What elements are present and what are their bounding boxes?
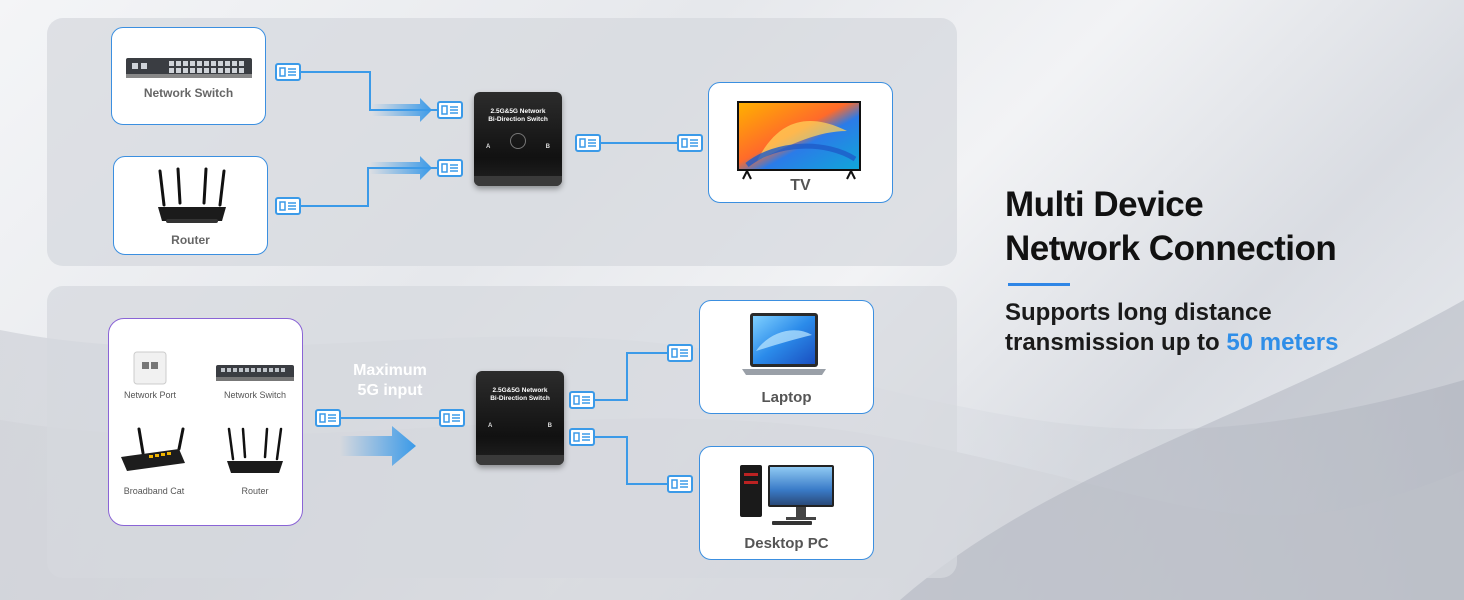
network-switch-card: Network Switch xyxy=(111,27,266,125)
rj45-connector-icon xyxy=(315,409,341,427)
device-name-line2: Bi-Direction Switch xyxy=(490,395,550,402)
max-input-label: Maximum 5G input xyxy=(353,362,427,399)
subline-line2: transmission up to 50 meters xyxy=(1005,329,1339,356)
broadband-cat-label: Broadband Cat xyxy=(123,486,185,496)
rj45-connector-icon xyxy=(677,134,703,152)
rj45-connector-icon xyxy=(575,134,601,152)
router-label: Router xyxy=(171,233,210,247)
headline-line1: Multi Device xyxy=(1005,185,1204,224)
port-b-label: B xyxy=(545,144,550,150)
device-name-line1: 2.5G&5G Network xyxy=(492,387,548,394)
network-switch-small-label: Network Switch xyxy=(223,390,286,400)
router-icon xyxy=(158,167,226,223)
bi-direction-switch-device-bottom: 2.5G&5G Network Bi-Direction Switch A B xyxy=(476,371,564,465)
tv-card: TV xyxy=(708,82,893,203)
broadband-cat-icon xyxy=(121,427,185,471)
device-name-line1: 2.5G&5G Network xyxy=(490,108,546,115)
laptop-icon xyxy=(742,313,826,375)
network-switch-icon xyxy=(126,58,252,78)
network-switch-small-icon xyxy=(216,365,294,381)
port-a-label: A xyxy=(486,144,491,150)
accent-divider xyxy=(1008,283,1070,286)
desktop-pc-card: Desktop PC xyxy=(699,446,874,560)
switch-button-icon xyxy=(510,133,526,149)
headline: Multi Device Network Connection xyxy=(1005,183,1337,271)
bi-direction-switch-device: 2.5G&5G Network Bi-Direction Switch A B xyxy=(474,92,562,186)
subline: Supports long distance transmission up t… xyxy=(1005,298,1338,358)
subline-line1: Supports long distance xyxy=(1005,299,1272,326)
rj45-connector-icon xyxy=(667,475,693,493)
rj45-connector-icon xyxy=(275,63,301,81)
distance-highlight: 50 meters xyxy=(1226,329,1339,356)
router-card: Router xyxy=(113,156,268,255)
laptop-label: Laptop xyxy=(761,389,812,406)
rj45-connector-icon xyxy=(437,101,463,119)
source-devices-card: Network Port Network Switch Broadband Ca… xyxy=(108,318,303,526)
network-switch-label: Network Switch xyxy=(143,86,234,100)
laptop-card: Laptop xyxy=(699,300,874,414)
arrow-right-icon xyxy=(372,98,432,122)
arrow-right-icon xyxy=(340,426,416,466)
network-port-label: Network Port xyxy=(123,390,176,400)
rj45-connector-icon xyxy=(437,159,463,177)
router-small-icon xyxy=(227,427,283,473)
rj45-connector-icon xyxy=(569,391,595,409)
rj45-connector-icon xyxy=(569,428,595,446)
port-a-label: A xyxy=(488,423,493,429)
headline-line2: Network Connection xyxy=(1005,229,1337,268)
port-b-label: B xyxy=(547,423,552,429)
device-name-line2: Bi-Direction Switch xyxy=(488,116,548,123)
arrow-right-icon xyxy=(370,156,432,180)
tv-icon xyxy=(737,101,861,180)
router-small-label: Router xyxy=(241,486,269,496)
rj45-connector-icon xyxy=(667,344,693,362)
wall-port-icon xyxy=(133,351,167,385)
tv-label: TV xyxy=(790,177,811,194)
desktop-pc-icon xyxy=(740,465,834,525)
desktop-pc-label: Desktop PC xyxy=(744,535,829,552)
rj45-connector-icon xyxy=(439,409,465,427)
rj45-connector-icon xyxy=(275,197,301,215)
